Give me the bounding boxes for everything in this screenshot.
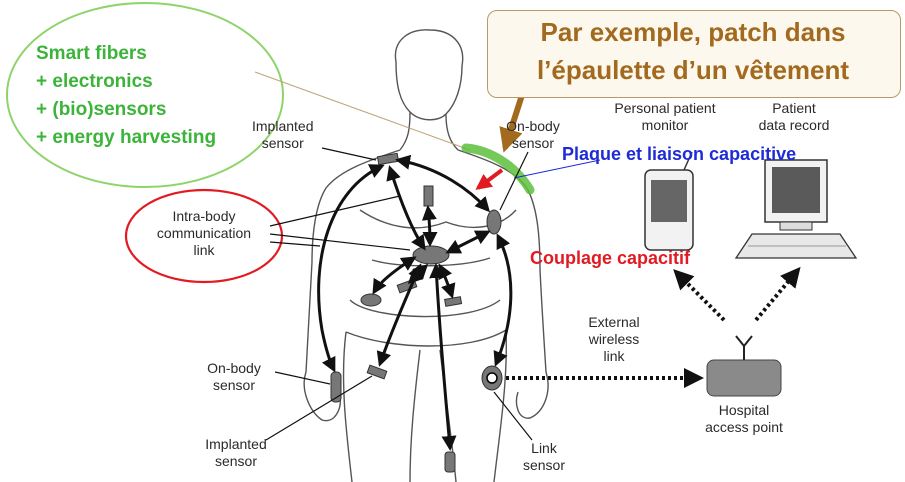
on-body-sensor-shoulder xyxy=(487,210,501,234)
label-line: link xyxy=(144,242,264,259)
waist-outline xyxy=(346,300,506,346)
link-neck-hub xyxy=(390,168,424,248)
label-line: monitor xyxy=(600,117,730,134)
label-line: Patient xyxy=(744,100,844,117)
ap-to-monitor-link xyxy=(676,272,724,320)
ankle-sensor xyxy=(445,452,455,472)
label-line: sensor xyxy=(196,453,276,470)
patient-monitor-device xyxy=(645,152,693,250)
smart-fibers-text: Smart fibers + electronics + (bio)sensor… xyxy=(36,40,216,152)
smart-fibers-line-1: Smart fibers xyxy=(36,40,216,68)
callout-line-2: l’épaulette d’un vêtement xyxy=(487,54,899,86)
link-neck-shoulder xyxy=(398,160,488,210)
link-shoulder-wrist xyxy=(496,236,511,364)
link-sensor-ring xyxy=(487,373,497,383)
hospital-access-point xyxy=(707,336,781,396)
implanted-sensor-neck xyxy=(377,153,398,164)
label-line: link xyxy=(574,348,654,365)
label-line: communication xyxy=(144,225,264,242)
label-line: External xyxy=(574,314,654,331)
label-line: sensor xyxy=(252,135,313,152)
left-leg-outline xyxy=(344,332,420,482)
label-on-body-sensor-shoulder: On-body sensor xyxy=(498,118,568,152)
label-line: wireless xyxy=(574,331,654,348)
label-line: On-body xyxy=(498,118,568,135)
couplage-annotation: Couplage capacitif xyxy=(530,248,690,269)
label-implanted-sensor-bottom: Implanted sensor xyxy=(196,436,276,470)
label-line: Personal patient xyxy=(600,100,730,117)
label-patient-record: Patient data record xyxy=(744,100,844,134)
sensors xyxy=(331,153,502,472)
label-hospital-ap: Hospital access point xyxy=(694,402,794,436)
label-line: Intra-body xyxy=(144,208,264,225)
label-line: On-body xyxy=(198,360,270,377)
coupling-arrow xyxy=(478,170,502,188)
label-line: Hospital xyxy=(694,402,794,419)
label-implanted-sensor-top: Implanted sensor xyxy=(252,118,313,152)
link-neck-leg xyxy=(319,166,382,370)
link-chest-hub xyxy=(428,208,430,244)
implanted-sensor-chest xyxy=(424,186,433,206)
label-line: Implanted xyxy=(196,436,276,453)
neck-outline xyxy=(400,112,458,150)
link-hub-hip xyxy=(380,266,420,364)
smart-fibers-line-3: + (bio)sensors xyxy=(36,96,216,124)
label-external-link: External wireless link xyxy=(574,314,654,365)
stomach-sensor xyxy=(361,294,381,306)
plaque-annotation: Plaque et liaison capacitive xyxy=(562,144,796,165)
smart-fibers-line-2: + electronics xyxy=(36,68,216,96)
callout-line-1: Par exemple, patch dans xyxy=(487,16,899,48)
label-line: Link xyxy=(516,440,572,457)
smart-fibers-line-4: + energy harvesting xyxy=(36,124,216,152)
label-intra-body: Intra-body communication link xyxy=(144,208,264,259)
link-hub-abdomen-right xyxy=(440,266,452,296)
central-hub-sensor xyxy=(413,246,449,264)
ap-to-record-link xyxy=(756,270,798,320)
label-line: sensor xyxy=(198,377,270,394)
label-line: Implanted xyxy=(252,118,313,135)
patient-record-computer xyxy=(736,160,856,258)
label-link-sensor: Link sensor xyxy=(516,440,572,474)
label-personal-monitor: Personal patient monitor xyxy=(600,100,730,134)
link-hub-ankle xyxy=(436,266,450,448)
label-line: sensor xyxy=(516,457,572,474)
head-outline xyxy=(395,30,462,120)
abdomen-sensor-right xyxy=(445,297,462,307)
link-hub-shoulder xyxy=(448,232,488,252)
label-on-body-sensor-leg: On-body sensor xyxy=(198,360,270,394)
label-line: access point xyxy=(694,419,794,436)
label-line: data record xyxy=(744,117,844,134)
label-line: sensor xyxy=(498,135,568,152)
